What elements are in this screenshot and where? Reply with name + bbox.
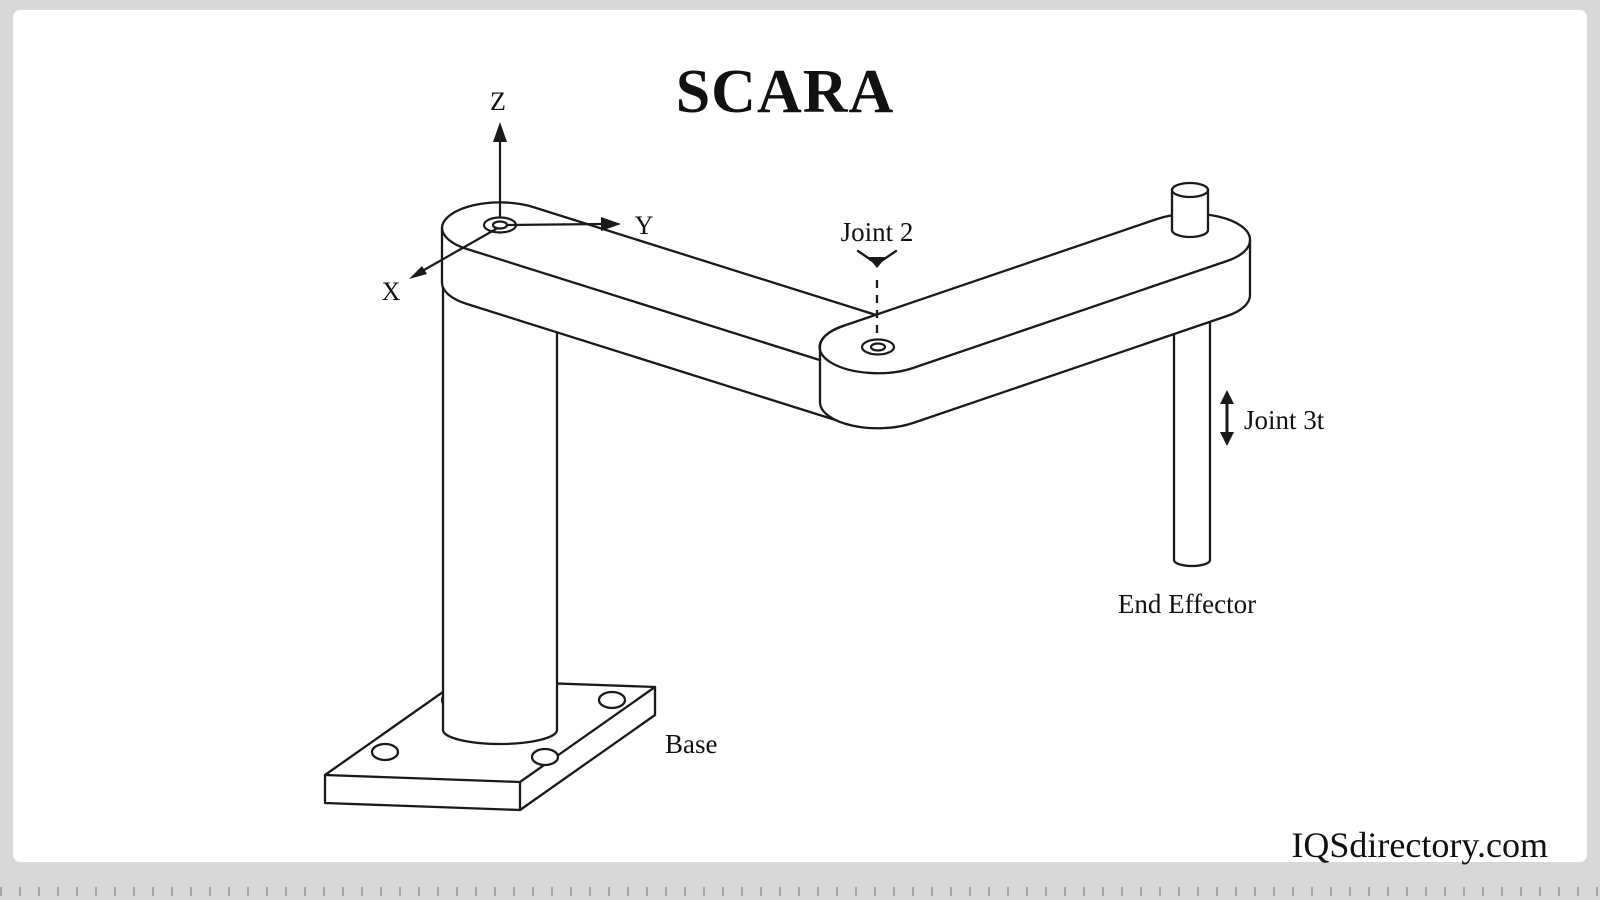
base-label: Base	[665, 729, 718, 759]
joint2-rotation-arrowhead	[868, 257, 886, 268]
joint3-label: Joint 3t	[1244, 405, 1325, 435]
joint2-annotation	[856, 249, 898, 334]
z-axis-label: Z	[490, 87, 506, 116]
watermark: IQSdirectory.com	[1291, 825, 1548, 865]
column-fill	[443, 262, 557, 744]
x-axis-arrow-icon	[409, 266, 427, 279]
bolt-hole	[530, 747, 560, 767]
y-axis-arrow-icon	[601, 217, 621, 231]
coordinate-axes	[409, 122, 621, 279]
arm-link-2-edges	[818, 238, 1252, 375]
y-axis-line	[505, 222, 605, 227]
end-effector-stub	[1170, 181, 1210, 239]
diagram-title: SCARA	[676, 58, 895, 126]
x-axis-line	[422, 227, 498, 272]
joint2-label: Joint 2	[841, 217, 914, 247]
joint3-down-arrow-icon	[1220, 432, 1234, 446]
column	[441, 262, 559, 746]
end-effector-rod	[1172, 300, 1212, 568]
rod-fill	[1174, 300, 1210, 566]
diagram-canvas	[13, 10, 1587, 862]
joint3-up-arrow-icon	[1220, 390, 1234, 404]
base-plate-edges	[323, 685, 657, 812]
arm-link-2	[818, 212, 1252, 430]
column-outline	[441, 272, 559, 746]
joint2-hole-inner	[869, 342, 887, 352]
stub-top	[1170, 181, 1210, 199]
rod-outline	[1172, 303, 1212, 568]
end-effector-label: End Effector	[1118, 589, 1256, 619]
joint3-annotation	[1220, 390, 1234, 446]
x-axis-label: X	[382, 277, 401, 306]
bottom-tick-strip	[0, 887, 1600, 896]
stub-body	[1170, 188, 1210, 239]
z-axis-arrow-icon	[493, 122, 507, 142]
arm-link-2-outline	[818, 212, 1252, 430]
bolt-hole	[370, 742, 400, 762]
y-axis-label: Y	[635, 211, 654, 240]
joint2-hole-outer	[860, 338, 896, 356]
bolt-hole	[597, 690, 627, 710]
